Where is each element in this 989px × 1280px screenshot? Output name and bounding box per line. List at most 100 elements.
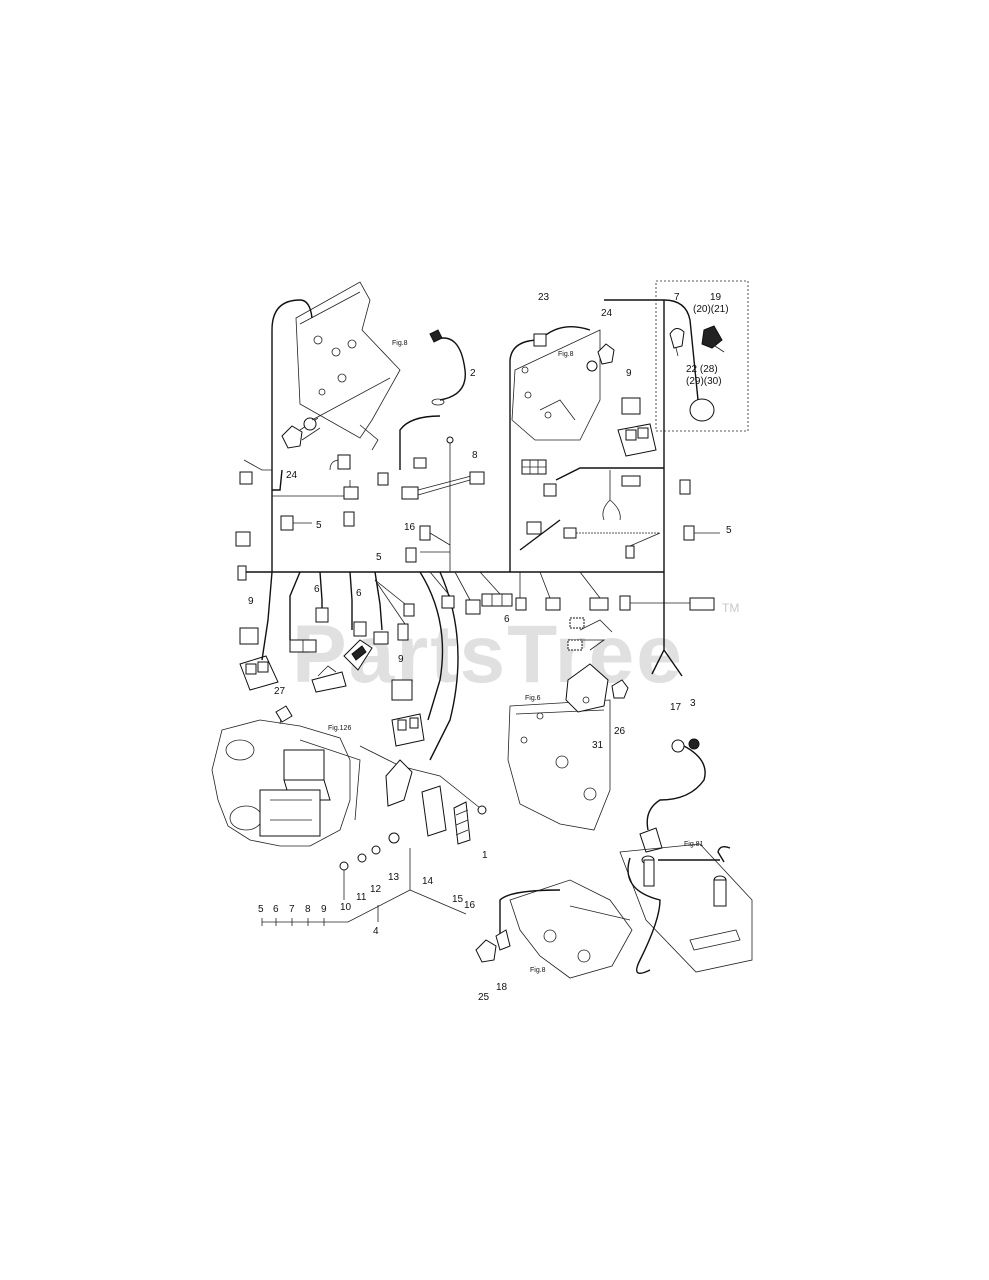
bolt-24-right (586, 343, 615, 372)
callout-19: 19 (710, 292, 722, 303)
connector-5b (405, 547, 417, 563)
fuse-block-trunk (481, 593, 513, 607)
bracket-1 (385, 759, 413, 807)
fig-ref-8-bottom: Fig.8 (530, 967, 546, 974)
nut-15 (477, 805, 487, 815)
switch-lower-a (311, 665, 347, 693)
callout-24-right: 24 (601, 308, 613, 319)
connector-lower-c (403, 603, 415, 617)
callout-4: 4 (373, 926, 379, 937)
terminal-3 (688, 738, 700, 750)
callout-18: 18 (496, 982, 508, 993)
connector-lower-a (373, 631, 389, 645)
callout-16-bottom: 16 (464, 900, 476, 911)
connector-right-d (526, 521, 542, 535)
bottom-label-5: 5 (258, 904, 264, 915)
callout-14: 14 (422, 876, 434, 887)
connector-trunk-f (689, 597, 715, 611)
callout-25: 25 (478, 992, 490, 1003)
relay-bracket-center (391, 713, 425, 747)
fastener-11 (357, 853, 367, 863)
callout-3: 3 (690, 698, 696, 709)
connector-8 (469, 471, 485, 485)
connector-lower-b (397, 623, 409, 641)
callout-5-right: 5 (726, 525, 732, 536)
connector-right-f (625, 545, 635, 559)
callout-26: 26 (614, 726, 626, 737)
bottom-label-8: 8 (305, 904, 311, 915)
callout-5-left: 5 (316, 520, 322, 531)
clamp-19 (701, 325, 725, 353)
callout-22-sub: (29)(30) (686, 376, 722, 387)
connector-upper-b (343, 486, 359, 500)
connector-left-end (237, 565, 247, 581)
connector-5a (280, 515, 294, 531)
relay-bracket-left (239, 655, 279, 691)
callout-12: 12 (370, 884, 382, 895)
terminal-18 (495, 929, 511, 951)
callout-31: 31 (592, 740, 604, 751)
fastener-13 (388, 832, 400, 844)
relay-9-center (391, 679, 413, 701)
callout-16-top: 16 (404, 522, 416, 533)
callout-2: 2 (470, 368, 476, 379)
battery (619, 843, 753, 973)
callout-6-right: 6 (504, 614, 510, 625)
callout-24-left: 24 (286, 470, 298, 481)
connector-upper-c (343, 511, 355, 527)
callout-27: 27 (274, 686, 286, 697)
callout-9-center: 9 (398, 654, 404, 665)
callout-7: 7 (674, 292, 680, 303)
relay-box-right (617, 423, 657, 457)
bottom-label-7: 7 (289, 904, 295, 915)
band-22 (689, 398, 715, 422)
connector-left-top (239, 471, 253, 485)
callout-1: 1 (482, 850, 488, 861)
fig-ref-6: Fig.6 (525, 695, 541, 702)
engine-assembly (211, 719, 361, 847)
connector-right-b (621, 475, 641, 487)
callout-11: 11 (356, 892, 367, 903)
bolt-25 (475, 939, 497, 963)
connector-trunk-e (619, 595, 631, 611)
callout-10: 10 (340, 902, 352, 913)
connector-dashed-a (569, 617, 585, 629)
connector-trunk-d (589, 597, 609, 611)
fastener-12 (371, 845, 381, 855)
connector-trunk-b (515, 597, 527, 611)
connector-dashed-b (567, 639, 583, 651)
callout-9-top: 9 (626, 368, 632, 379)
bracket-31 (565, 663, 609, 713)
connector-6a (315, 607, 329, 623)
terminal-17 (671, 739, 685, 753)
frame-plate-bottom (509, 879, 633, 979)
connector-trunk-a (441, 595, 455, 609)
harness-left-branch (272, 469, 283, 491)
connector-5c (683, 525, 695, 541)
bottom-row-labels: 5 6 7 8 9 (258, 904, 327, 915)
connector-center-b (413, 457, 427, 469)
frame-plate-fig6 (507, 699, 611, 831)
relay-14 (421, 785, 447, 837)
connector-trunk-c (545, 597, 561, 611)
plate-15 (453, 801, 471, 845)
part-23 (533, 333, 547, 347)
callout-5-center: 5 (376, 552, 382, 563)
connector-upper-a (337, 454, 351, 470)
connector-right-c (679, 479, 691, 495)
switch-lower-b (343, 639, 373, 671)
fig-ref-126: Fig.126 (328, 725, 351, 732)
fig-ref-8-top-left: Fig.8 (392, 340, 408, 347)
fig-ref-81: Fig.81 (684, 841, 704, 848)
ground-bolt-2 (429, 329, 443, 343)
callout-22: 22 (28) (686, 364, 718, 375)
frame-plate-top-right (511, 329, 601, 441)
callout-19-sub: (20)(21) (693, 304, 729, 315)
fig-ref-8-top-right: Fig.8 (558, 351, 574, 358)
bolt-24-left (281, 417, 321, 449)
connector-right-a (543, 483, 557, 497)
inset-box-clips (655, 280, 749, 432)
connector-center-c (419, 525, 431, 541)
callout-13: 13 (388, 872, 400, 883)
